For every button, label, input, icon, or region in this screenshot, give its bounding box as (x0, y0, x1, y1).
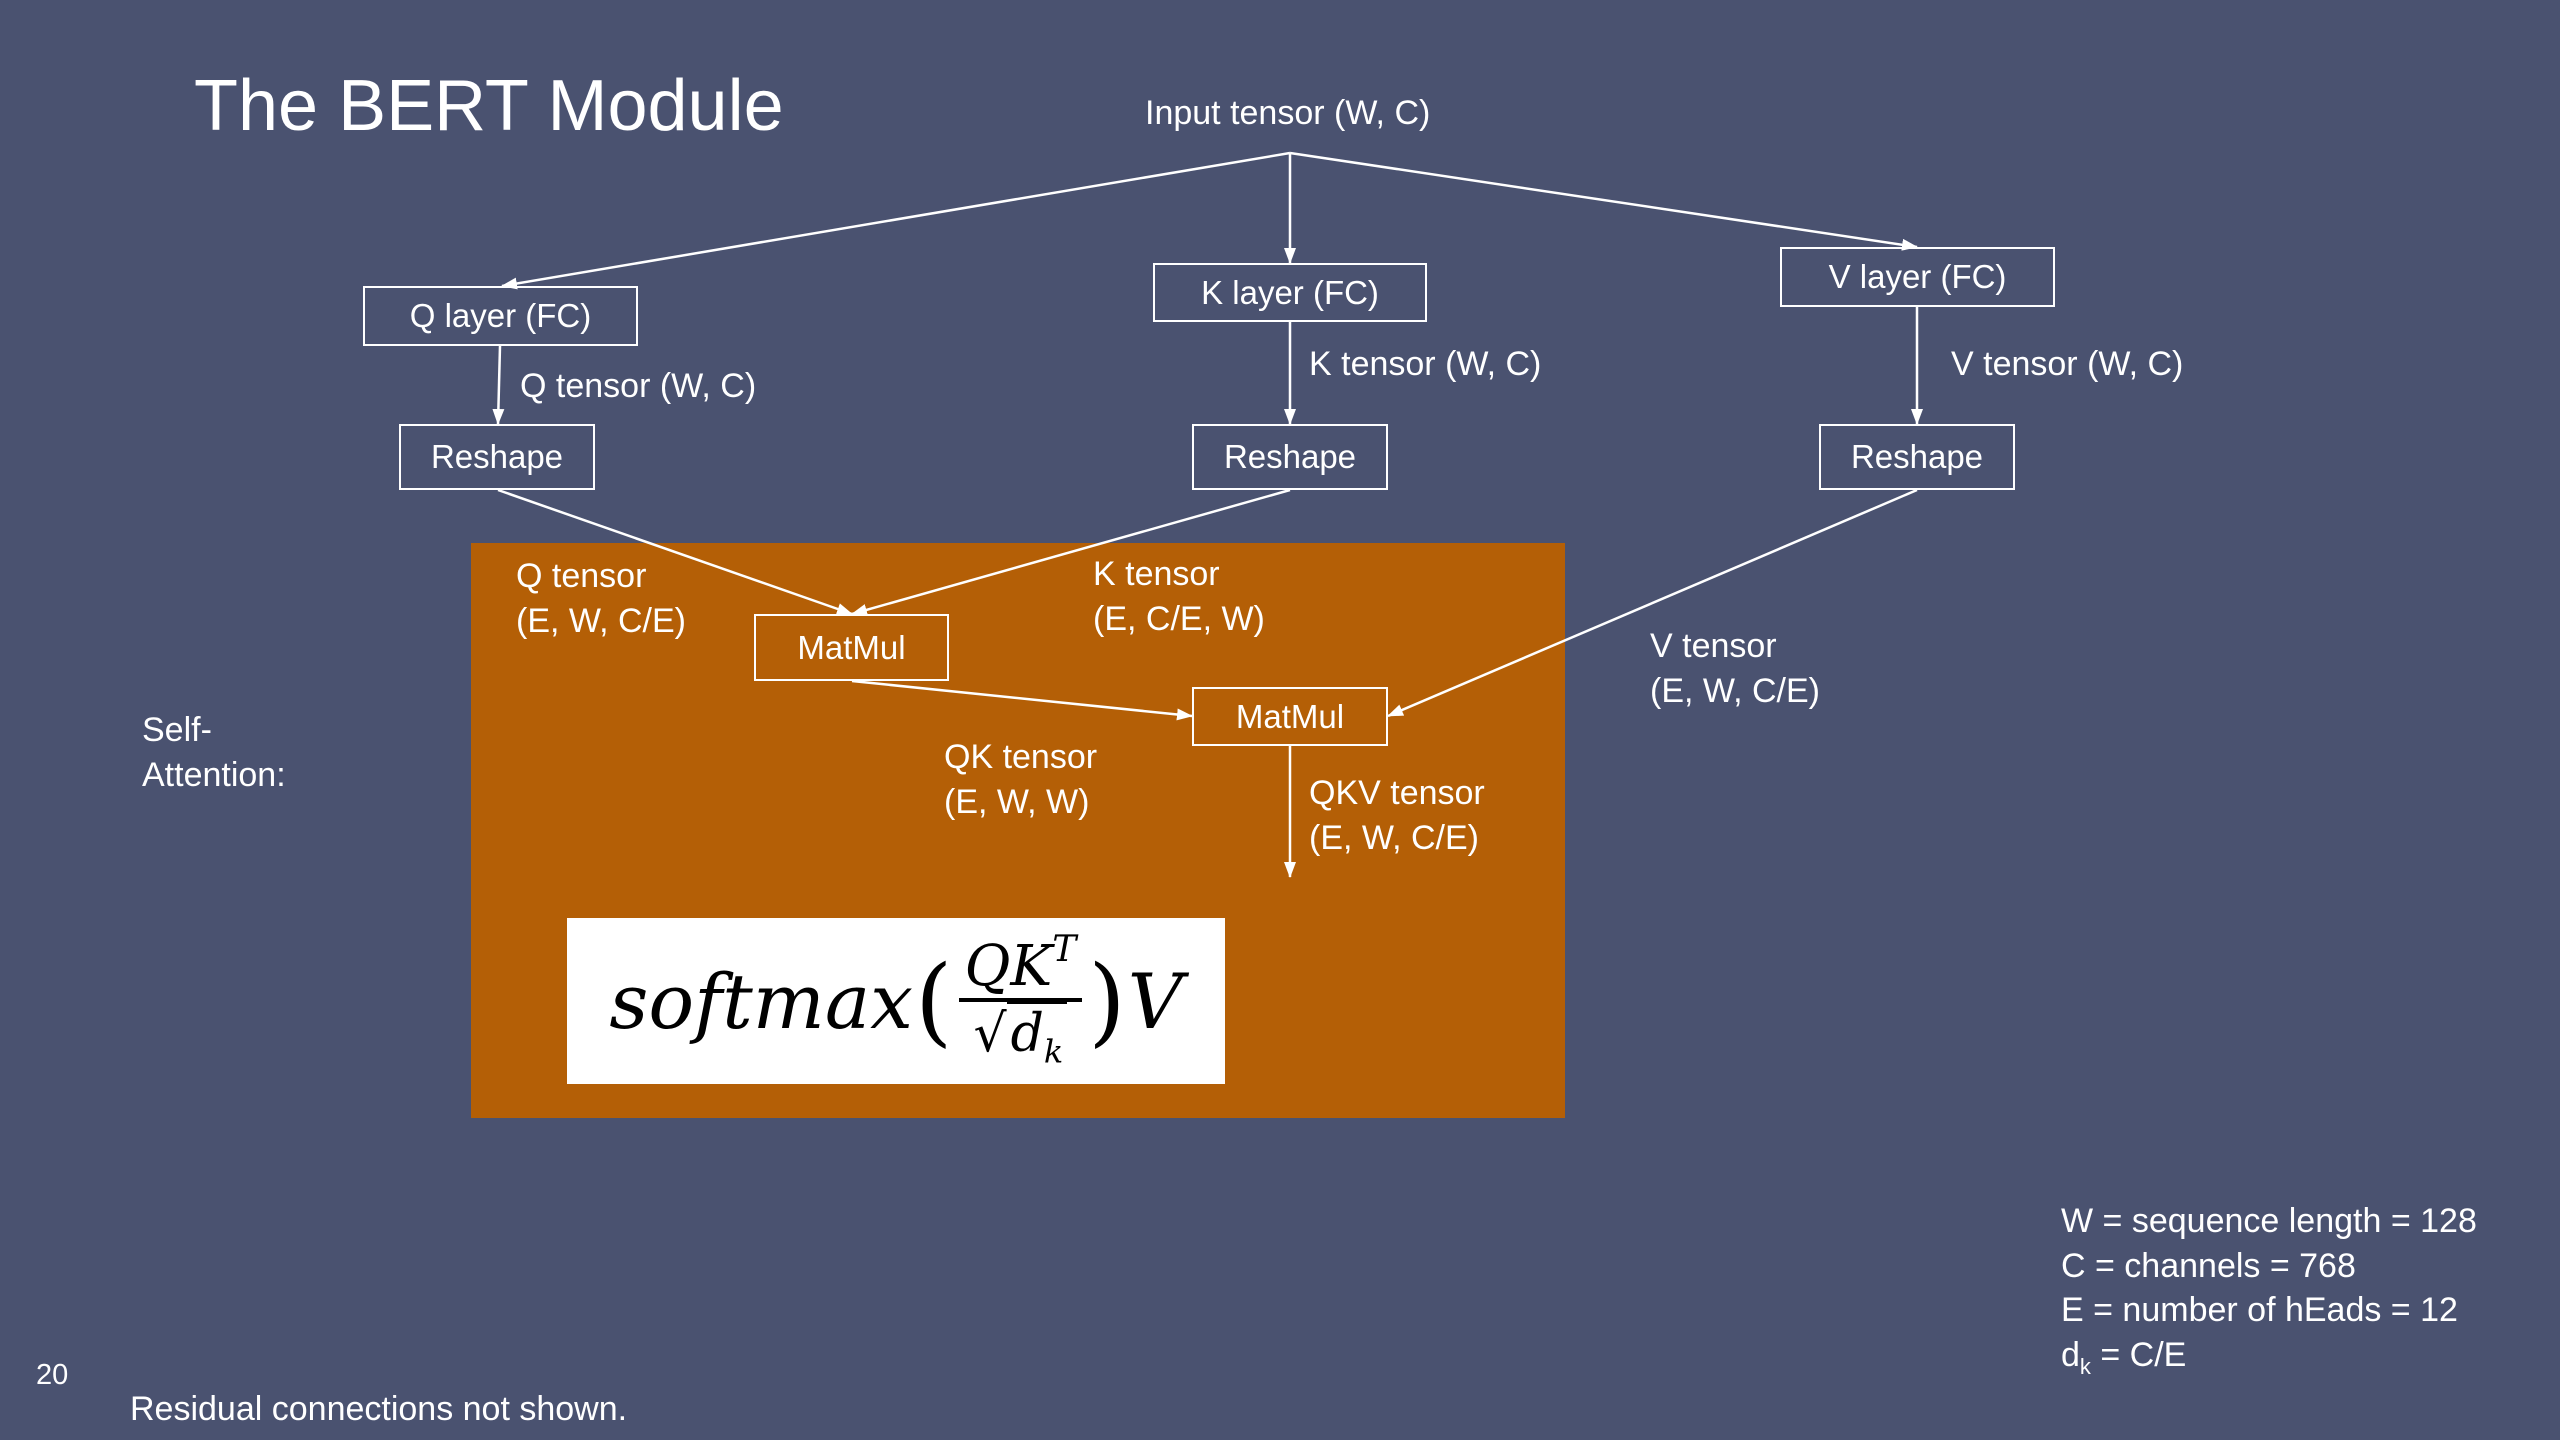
footnote: Residual connections not shown. (130, 1390, 628, 1428)
legend-dk-base: d (2061, 1335, 2080, 1374)
legend-c: C = channels = 768 (2061, 1246, 2356, 1285)
arrow-matmul-to-matmul (851, 679, 1193, 721)
formula-fraction: QKT √dk (958, 919, 1083, 1083)
formula-function: softmax (609, 956, 914, 1046)
legend-w: W = sequence length = 128 (2061, 1202, 2477, 1240)
variable-legend: W = sequence length = 128 C = channels =… (2061, 1199, 2477, 1389)
legend-dk-sub: k (2079, 1353, 2091, 1379)
k-tensor-label: K tensor (W, C) (1309, 345, 1542, 383)
v-reshape-node: Reshape (1819, 424, 2015, 490)
qk-tensor-label: QK tensor (E, W, W) (944, 738, 1098, 821)
formula-close-paren: ) (1088, 945, 1126, 1057)
arrow-q-layer-to-reshape (492, 345, 505, 425)
v-reshaped-label: V tensor (E, W, C/E) (1650, 627, 1820, 710)
formula-transpose: T (1052, 928, 1077, 970)
k-reshape-node: Reshape (1192, 424, 1388, 490)
legend-dk-rest: = C/E (2090, 1335, 2187, 1374)
arrow-v-reshape-to-matmul (1387, 488, 1918, 718)
sqrt-symbol: √ (973, 1003, 1007, 1064)
formula-trailing: V (1127, 956, 1183, 1046)
page-number: 20 (36, 1359, 69, 1391)
q-layer-node: Q layer (FC) (363, 286, 638, 346)
formula-open-paren: ( (915, 945, 953, 1057)
arrow-input-to-q (501, 151, 1291, 290)
arrow-k-reshape-to-matmul (851, 488, 1291, 616)
matmul-qkv-node: MatMul (1192, 687, 1388, 746)
k-layer-node: K layer (FC) (1153, 263, 1427, 322)
formula-denominator: √dk (973, 1000, 1068, 1083)
self-attention-label: Self- Attention: (142, 711, 286, 794)
q-tensor-label: Q tensor (W, C) (520, 367, 757, 405)
formula-radicand: dk (1006, 1000, 1068, 1070)
q-reshape-node: Reshape (399, 424, 595, 490)
formula-dk-sub: k (1043, 1032, 1064, 1071)
legend-e: E = number of hEads = 12 (2061, 1291, 2458, 1329)
k-reshaped-label: K tensor (E, C/E, W) (1093, 555, 1265, 638)
legend-dk: dk = C/E (2061, 1333, 2477, 1389)
arrow-input-to-v (1289, 151, 1918, 251)
q-reshaped-label: Q tensor (E, W, C/E) (516, 557, 686, 640)
qkv-tensor-label: QKV tensor (E, W, C/E) (1309, 774, 1485, 857)
formula-numerator-base: QK (964, 933, 1053, 999)
slide-title: The BERT Module (194, 66, 784, 146)
attention-formula: softmax ( QKT √dk ) V (567, 918, 1225, 1084)
formula-numerator: QKT (958, 919, 1083, 1002)
input-tensor-label: Input tensor (W, C) (1145, 94, 1431, 132)
arrow-q-reshape-to-matmul (497, 488, 853, 616)
v-tensor-label: V tensor (W, C) (1951, 345, 2184, 383)
formula-dk-base: d (1010, 1003, 1044, 1064)
